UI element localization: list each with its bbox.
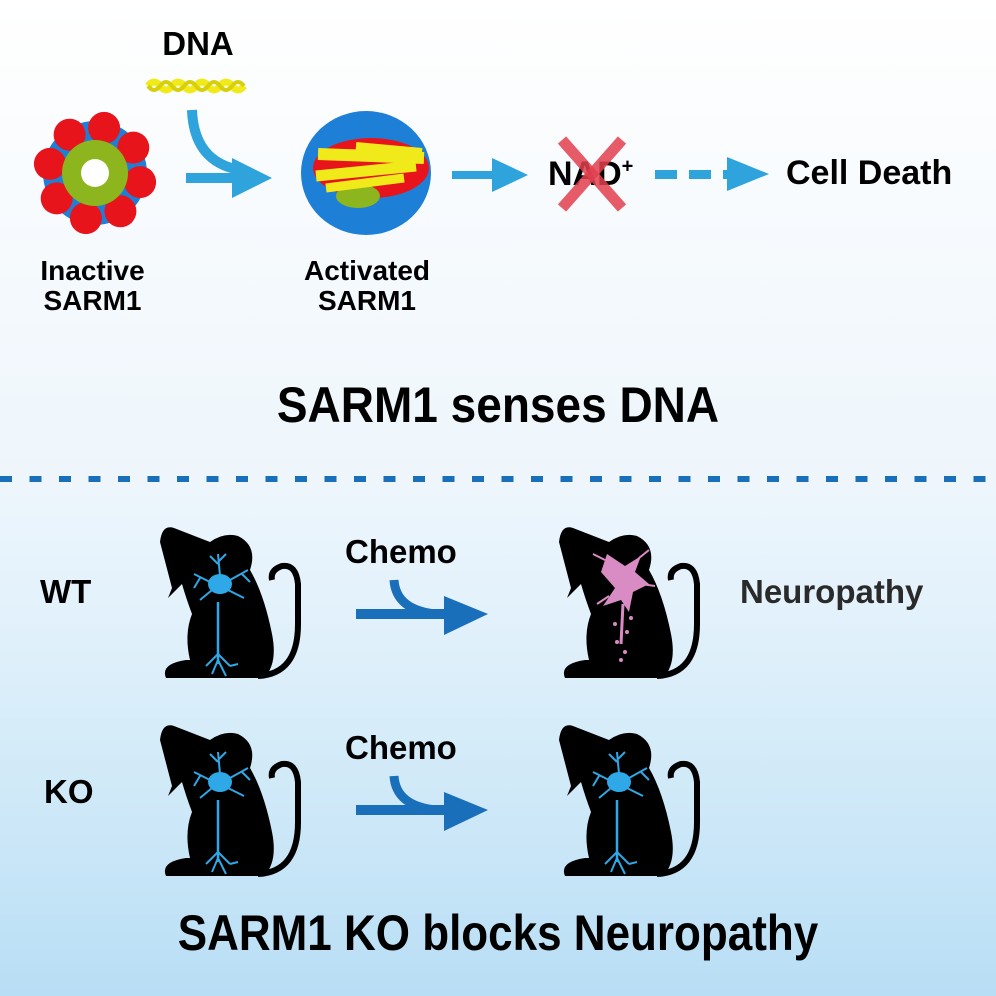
inactive-label-line1: Inactive <box>40 255 145 286</box>
activated-sarm1-structure <box>301 111 431 235</box>
dna-binding-arrow <box>186 109 272 198</box>
bottom-panel-title: SARM1 KO blocks Neuropathy <box>177 905 819 961</box>
damaged-neuron-icon <box>592 549 656 662</box>
dna-helix-icon <box>145 78 247 94</box>
activated-label-line1: Activated <box>303 255 431 286</box>
top-panel-title: SARM1 senses DNA <box>276 377 720 433</box>
dna-label: DNA <box>162 25 234 62</box>
inactive-sarm1-structure <box>33 111 157 235</box>
genotype-label-ko: KO <box>44 773 94 810</box>
sarm1-arm-domain <box>124 166 157 199</box>
nad-superscript: + <box>621 155 634 178</box>
sarm1-arm-domain <box>69 202 102 235</box>
wt-mouse-before-icon <box>146 514 316 684</box>
depletion-cross-icon <box>557 136 627 212</box>
leads-to-cell-death-arrow <box>655 157 769 191</box>
wt-mouse-after-icon <box>545 514 715 684</box>
genotype-label-wt: WT <box>40 573 92 610</box>
sarm1-arm-domain <box>33 147 66 180</box>
sarm1-arm-domain <box>104 195 137 228</box>
activated-sarm1-label: Activated SARM1 <box>282 255 452 317</box>
chemo-arrow-ko <box>356 775 488 831</box>
sarm1-arm-domain <box>53 118 86 151</box>
sarm1-arm-domain <box>40 182 73 215</box>
outcome-label-wt: Neuropathy <box>740 573 924 610</box>
inactive-sarm1-label: Inactive SARM1 <box>20 255 165 317</box>
activated-label-line2: SARM1 <box>317 285 416 317</box>
treatment-label-ko: Chemo <box>345 729 457 766</box>
panel-divider <box>0 476 996 482</box>
chemo-arrow-wt <box>356 579 488 635</box>
cell-death-label: Cell Death <box>786 154 953 192</box>
ko-mouse-after-icon <box>545 712 715 882</box>
consumes-nad-arrow <box>452 158 528 192</box>
sarm1-arm-domain <box>88 111 121 144</box>
sarm1-arm-domain <box>117 131 150 164</box>
ko-mouse-before-icon <box>146 712 316 882</box>
treatment-label-wt: Chemo <box>345 533 457 570</box>
inactive-label-line2: SARM1 <box>43 285 142 317</box>
